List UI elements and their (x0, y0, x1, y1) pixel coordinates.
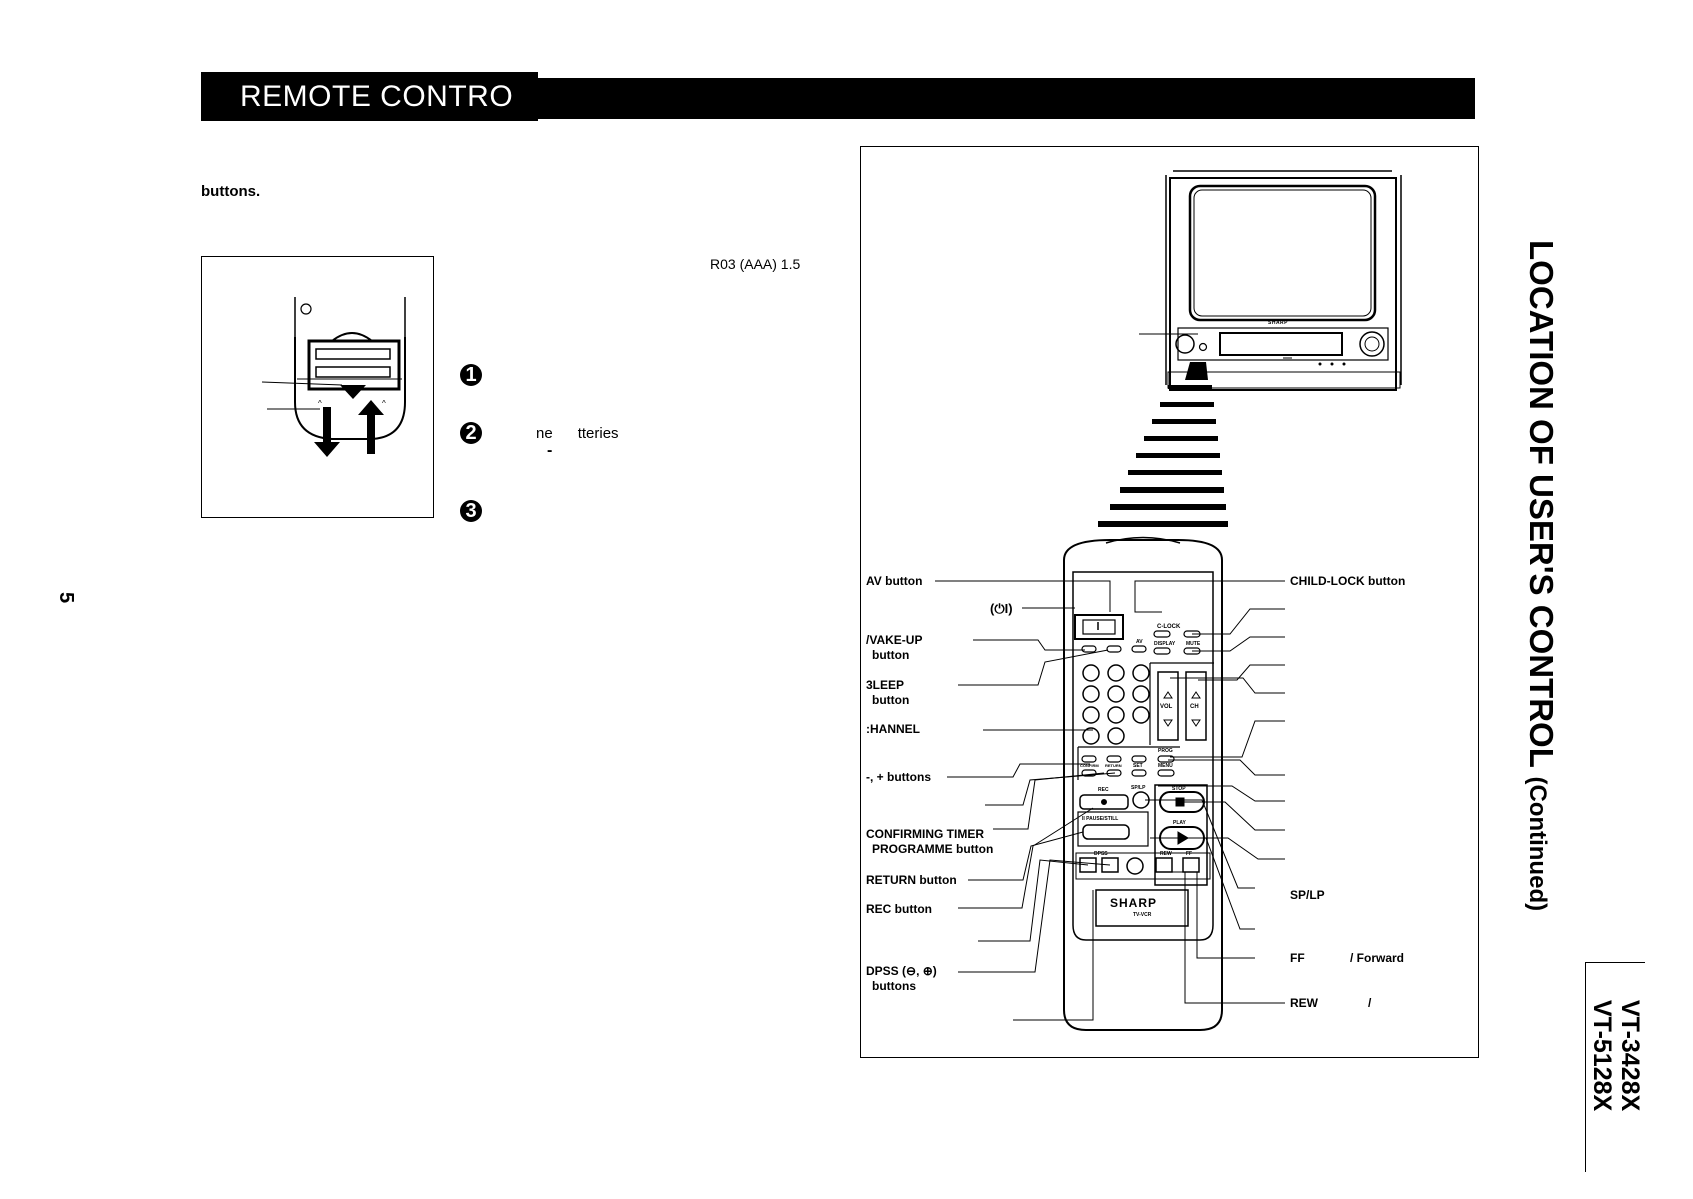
label-sp-lp: SP/LP (1290, 888, 1325, 902)
label-power-button: (⏻I) (990, 601, 1013, 616)
label-confirming-timer-sub: PROGRAMME button (872, 842, 994, 856)
side-title-suffix: (Continued) (1524, 776, 1551, 912)
step-1-marker: 1 (460, 364, 482, 386)
key-label-confirm: CONFIRM (1080, 763, 1099, 768)
model-number-1: VT-3428X (1616, 1000, 1644, 1112)
label-ff-forward: / Forward (1350, 951, 1405, 965)
step-2-text: ne tteries (536, 425, 619, 442)
key-label-display: DISPLAY (1154, 641, 1176, 647)
page-title: REMOTE CONTRO (240, 80, 514, 113)
key-label-rew: REW (1160, 851, 1172, 857)
key-label-av: AV (1136, 639, 1143, 645)
infrared-beam (1098, 362, 1228, 527)
label-wake-up-sub: button (872, 648, 910, 662)
key-label-pause-still: II PAUSE/STILL (1082, 816, 1119, 822)
svg-text:^: ^ (382, 399, 386, 408)
key-label-play: PLAY (1173, 820, 1186, 826)
label-wake-up: /VAKE-UP (866, 633, 923, 647)
key-label-sp-lp: SP/LP (1131, 785, 1146, 791)
battery-figure: ^ ^ (201, 256, 434, 518)
label-return-button: RETURN button (866, 873, 957, 887)
remote-model-tag: TV-VCR (1133, 912, 1152, 918)
model-number-2: VT-5128X (1588, 1000, 1616, 1112)
step-3-marker: 3 (460, 500, 482, 522)
key-label-ch: CH (1190, 704, 1199, 710)
label-rew: REW (1290, 996, 1318, 1010)
leader-lines (935, 580, 1285, 1021)
remote-control (1063, 536, 1223, 1031)
label-sleep: 3LEEP (866, 678, 905, 692)
key-label-dpss: DPSS (1094, 851, 1108, 857)
side-title-text: LOCATION OF USER'S CONTROL (Continued) (1522, 240, 1560, 911)
label-ff: FF (1290, 951, 1305, 965)
label-av-button: AV button (866, 574, 923, 588)
battery-spec: R03 (AAA) 1.5 (710, 256, 801, 272)
key-label-return: RETURN (1105, 763, 1122, 768)
key-label-vol: VOL (1160, 704, 1173, 710)
key-label-c-lock: C-LOCK (1157, 624, 1181, 630)
label-dpss-sub: buttons (872, 979, 916, 993)
key-label-rec: REC (1098, 787, 1109, 793)
key-label-set: SET (1133, 763, 1143, 769)
battery-compartment-drawing: ^ ^ (261, 297, 406, 457)
key-label-mute: MUTE (1186, 641, 1201, 647)
label-rec-button: REC button (866, 902, 932, 916)
remote-brand-logo: SHARP (1110, 896, 1158, 910)
label-child-lock-button: CHILD-LOCK button (1290, 574, 1406, 588)
key-label-ff: FF (1186, 851, 1193, 857)
intro-text: buttons. (201, 183, 261, 200)
diagram-frame (860, 146, 1479, 1058)
model-rule (1585, 962, 1586, 1172)
header-tab (201, 72, 538, 121)
tv-brand-logo: SHARP (1268, 320, 1289, 326)
step-2-marker: 2 (460, 422, 482, 444)
tv-set (1139, 170, 1402, 391)
label-channel: :HANNEL (866, 722, 920, 736)
key-label-stop: STOP (1172, 786, 1186, 792)
label-rew-slash: / (1368, 996, 1372, 1010)
label-minus-plus-buttons: -, + buttons (866, 770, 931, 784)
model-divider (1585, 962, 1645, 963)
side-title: LOCATION OF USER'S CONTROL (Continued) (1500, 240, 1560, 940)
key-label-prog: PROG (1158, 748, 1173, 754)
label-sleep-sub: button (872, 693, 910, 707)
minus-mark: - (547, 442, 553, 459)
label-confirming-timer: CONFIRMING TIMER (866, 827, 984, 841)
svg-text:^: ^ (318, 399, 322, 408)
label-dpss: DPSS (⊖, ⊕) (866, 964, 937, 978)
side-title-main: LOCATION OF USER'S CONTROL (1523, 240, 1560, 768)
key-label-menu: MENU (1158, 763, 1173, 769)
